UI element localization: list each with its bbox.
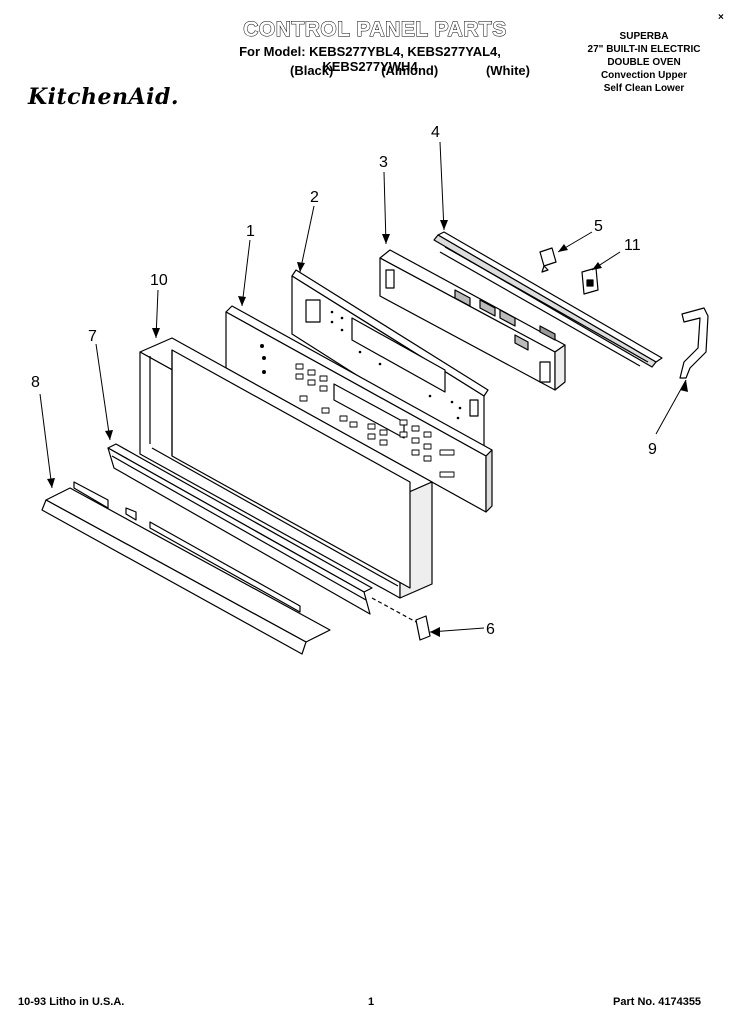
model-line: For Model: KEBS277YBL4, KEBS277YAL4, KEB…: [239, 44, 501, 74]
part-5-clip: [539, 247, 557, 273]
callout-2: 2: [310, 189, 319, 206]
part-1-control-panel: [225, 305, 493, 513]
page-title: CONTROL PANEL PARTS: [243, 18, 507, 42]
callout-11: 11: [624, 237, 641, 254]
page-number: 1: [368, 996, 375, 1008]
color-black: (Black): [290, 63, 334, 78]
color-variants: (Black) (Almond) (White): [290, 63, 530, 78]
color-white: (White): [485, 63, 530, 78]
callout-7: 7: [88, 328, 97, 345]
part-2-overlay: [291, 269, 489, 457]
part-number: Part No. 4174355: [613, 996, 702, 1008]
callout-4: 4: [431, 124, 440, 141]
callout-1: 1: [246, 223, 255, 240]
product-line-5: Self Clean Lower: [603, 83, 685, 94]
footer-litho: 10-93 Litho in U.S.A.: [18, 996, 125, 1008]
product-line-1: SUPERBA: [619, 31, 669, 42]
callout-labels: 1 2 3 4 5 6 7 8 9 10 11: [31, 124, 657, 638]
corner-mark: ×: [718, 12, 724, 23]
product-info: SUPERBA 27" BUILT-IN ELECTRIC DOUBLE OVE…: [574, 30, 714, 95]
leader-arrowheads: [47, 220, 688, 637]
part-4-trim-strip: [433, 231, 663, 368]
callout-5: 5: [594, 218, 603, 235]
part-8-kickplate: [41, 481, 331, 655]
product-line-3: DOUBLE OVEN: [607, 57, 681, 68]
part-11-bracket: [581, 267, 599, 295]
callout-3: 3: [379, 154, 388, 171]
part-7-trim: [107, 443, 373, 615]
part-9-hook: [679, 307, 709, 379]
product-line-4: Convection Upper: [600, 70, 688, 81]
brand-logo: KitchenAid.: [28, 84, 179, 110]
product-line-2: 27" BUILT-IN ELECTRIC: [587, 44, 701, 55]
part-3-housing: [379, 249, 566, 391]
color-almond: (Almond): [381, 63, 439, 78]
callout-9: 9: [648, 441, 657, 458]
callout-10: 10: [150, 272, 168, 289]
part-6-clip: [371, 597, 431, 641]
part-10-frame: [139, 337, 433, 599]
callout-8: 8: [31, 374, 40, 391]
callout-6: 6: [486, 621, 495, 638]
